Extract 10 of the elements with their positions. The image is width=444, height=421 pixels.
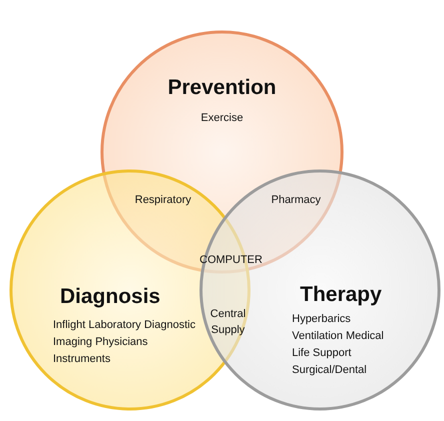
overlap-label: COMPUTER (198, 253, 264, 268)
item-list: Inflight Laboratory Diagnostic Imaging Physicians Instruments (53, 317, 203, 368)
item-list: Hyperbarics Ventilation Medical Life Support Surgical/Dental (292, 311, 384, 379)
item-list: Exercise (0, 110, 444, 127)
circle-title: Diagnosis (60, 285, 162, 309)
circle-title: Therapy (300, 283, 383, 307)
overlap-label: Respiratory (134, 193, 192, 208)
overlap-label: Central Supply (209, 307, 247, 338)
circle-title: Prevention (166, 76, 278, 100)
overlap-label: Pharmacy (270, 193, 322, 208)
